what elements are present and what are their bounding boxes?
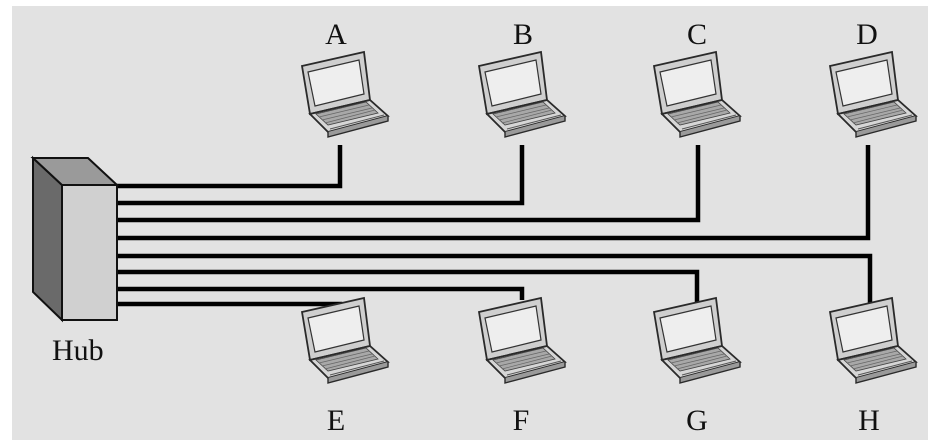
hub-label: Hub <box>52 334 104 367</box>
computer-h: H <box>829 297 917 437</box>
cable-h <box>117 253 873 308</box>
computer-label-b: B <box>513 18 533 51</box>
diagram-background <box>12 6 928 440</box>
computer-e: E <box>301 297 389 437</box>
computer-g: G <box>653 297 741 437</box>
cable-b <box>117 145 525 206</box>
cable-d <box>117 145 871 241</box>
computer-a: A <box>301 18 389 138</box>
cables <box>117 145 873 312</box>
computer-label-e: E <box>327 404 345 437</box>
computer-label-h: H <box>858 404 880 437</box>
hub-front-face <box>61 184 118 321</box>
computer-label-g: G <box>686 404 708 437</box>
hub-device <box>30 155 120 323</box>
cable-c <box>117 145 701 223</box>
computer-label-a: A <box>325 18 347 51</box>
computer-d: D <box>829 18 917 138</box>
cable-g <box>117 269 700 308</box>
computer-c: C <box>653 18 741 138</box>
computer-b: B <box>478 18 566 138</box>
computer-f: F <box>478 297 566 437</box>
computer-label-f: F <box>513 404 530 437</box>
cable-a <box>117 145 343 189</box>
computer-label-d: D <box>856 18 878 51</box>
computer-label-c: C <box>687 18 707 51</box>
cable-f <box>117 286 525 300</box>
